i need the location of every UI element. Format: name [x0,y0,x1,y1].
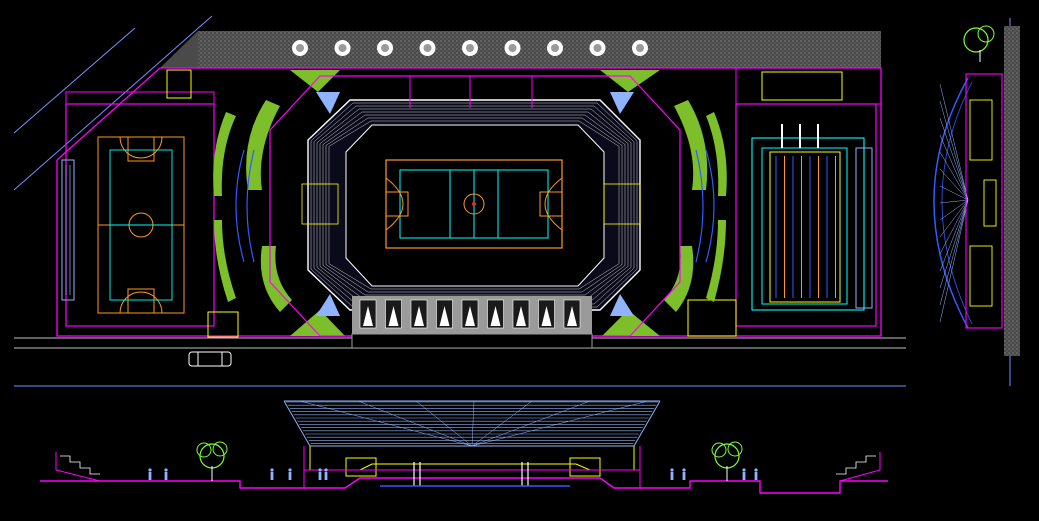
entrance-windows [359,299,581,329]
site-plan [13,15,1011,387]
person-figure [270,468,274,480]
roof-ray [939,117,969,201]
roof-ray [939,134,969,201]
roof-ray [939,199,969,306]
seat-row [325,117,623,293]
roof-ray [939,83,969,201]
seat-row [322,114,626,296]
people-figures [148,468,758,480]
parked-car [188,351,232,367]
roof-ray [939,199,969,204]
longitudinal-section [40,400,888,494]
entrance-window [410,299,428,329]
roof-truss [471,400,591,447]
roof-truss [471,400,475,447]
diagonal-road-lines [13,15,213,191]
roof-truss [415,400,473,447]
person-figure [682,468,686,480]
person-figure [754,468,758,480]
roof-ray [939,199,969,272]
entrance-window [359,299,377,329]
entrance-window [461,299,479,329]
side-section [933,25,1020,356]
roof-structure [939,83,969,323]
entrance-window [436,299,453,329]
right-pool-hall [687,67,882,337]
main-arena-court [385,159,563,249]
roof-truss [471,400,649,447]
pool-lanes [775,156,836,298]
tree-row [292,40,648,56]
tree-icon [419,40,436,56]
entrance-window [563,299,581,329]
entrance-window [538,299,555,329]
section-tree-left [196,441,228,481]
roof-ray [939,100,969,201]
section-tree-right [711,441,743,481]
tree-icon [377,40,393,56]
roof-ray [939,199,969,323]
person-figure [164,468,168,480]
roof-ray [939,185,969,201]
roof-ray [939,199,969,238]
roof-ray [939,199,969,221]
tree-icon [547,40,563,56]
person-figure [148,468,152,480]
person-figure [288,468,292,480]
tree-icon [589,40,606,56]
left-sports-hall [61,69,239,338]
swimming-pool-right [751,137,865,311]
roof-ray [939,199,969,289]
person-figure [324,468,328,480]
entrance-window [385,299,402,329]
seat-row [328,120,620,290]
tree-icon [334,40,351,56]
entrance-window [512,299,530,329]
roof-truss [471,400,533,447]
person-figure [318,468,322,480]
gravel-band [160,31,881,68]
tree-icon [504,40,521,56]
roof-truss [299,400,473,447]
tree-icon [462,40,478,56]
roof-truss [357,400,473,447]
arena-roof [286,400,658,447]
roof-ray [939,199,969,255]
roof-ray [939,151,969,201]
side-tree [963,25,995,62]
person-figure [742,468,746,480]
tree-icon [292,40,308,56]
arena-entrance [351,296,593,349]
entrance-window [487,299,504,329]
roof-ray [939,168,969,201]
tree-icon [632,40,648,56]
person-figure [670,468,674,480]
